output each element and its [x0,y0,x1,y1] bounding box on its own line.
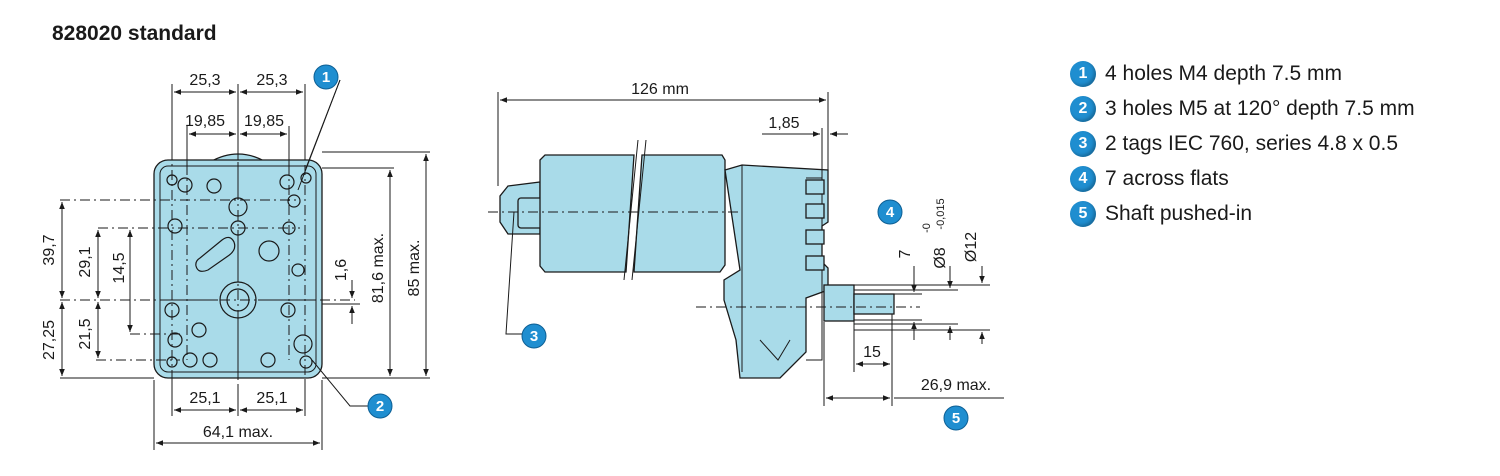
gearbox [723,164,829,379]
callout-2: 2 [367,393,393,419]
dim-85-max: 85 max. [406,240,423,297]
dim-27-25: 27,25 [41,320,58,360]
dim-64-1-max: 64,1 max. [203,424,273,441]
legend: 1 4 holes M4 depth 7.5 mm 2 3 holes M5 a… [1070,56,1415,231]
callout-3: 3 [521,323,547,349]
dim-diam-12: Ø12 [963,232,980,262]
motor-body [539,154,635,273]
svg-text:1: 1 [322,69,330,86]
dim-1-6: 1,6 [333,259,350,281]
output-shaft [823,284,855,322]
dim-14-5: 14,5 [111,252,128,283]
dim-diam-8: Ø8 [932,247,949,268]
svg-text:2: 2 [376,398,384,415]
legend-text-3: 2 tags IEC 760, series 4.8 x 0.5 [1105,131,1398,155]
callout-1: 1 [313,64,339,90]
dim-diam-8-tol-upper: -0 [921,223,933,233]
dim-126-mm: 126 mm [631,81,689,98]
legend-number-5: 5 [1070,200,1096,227]
legend-text-1: 4 holes M4 depth 7.5 mm [1105,61,1342,85]
callout-4: 4 [877,199,903,225]
legend-item-5: 5 Shaft pushed-in [1070,196,1415,231]
legend-text-5: Shaft pushed-in [1105,201,1253,225]
dim-1-85: 1,85 [768,115,799,132]
svg-text:5: 5 [952,410,960,427]
legend-item-4: 4 7 across flats [1070,161,1415,196]
dim-25-1-right: 25,1 [256,390,287,407]
dim-19-85-left: 19,85 [185,113,225,130]
dim-81-6-max: 81,6 max. [370,233,387,303]
dim-21-5: 21,5 [77,318,94,349]
legend-text-4: 7 across flats [1105,166,1229,190]
legend-number-2: 2 [1070,95,1096,122]
dim-29-1: 29,1 [77,246,94,277]
callout-5: 5 [943,405,969,431]
dim-19-85-right: 19,85 [244,113,284,130]
dim-25-3-right: 25,3 [256,72,287,89]
legend-number-4: 4 [1070,165,1096,192]
legend-item-1: 1 4 holes M4 depth 7.5 mm [1070,56,1415,91]
dim-15: 15 [863,344,881,361]
legend-number-1: 1 [1070,60,1096,87]
front-view: 25,3 25,3 19,85 19,85 39,7 27,25 29,1 21… [41,64,430,450]
legend-number-3: 3 [1070,130,1096,157]
legend-text-2: 3 holes M5 at 120° depth 7.5 mm [1105,96,1415,120]
dim-26-9-max: 26,9 max. [921,377,991,394]
drawing-title: 828020 standard [52,22,217,45]
dim-39-7: 39,7 [41,234,58,265]
svg-text:3: 3 [530,328,538,345]
dim-25-3-left: 25,3 [189,72,220,89]
dim-diam-8-tol-lower: -0,015 [935,198,947,229]
legend-item-2: 2 3 holes M5 at 120° depth 7.5 mm [1070,91,1415,126]
side-view: 126 mm 1,85 7 Ø8 -0 -0,015 Ø12 15 26,9 m… [488,81,1004,431]
oblong-slot [195,236,236,272]
svg-text:4: 4 [886,204,895,221]
dim-25-1-left: 25,1 [189,390,220,407]
legend-item-3: 3 2 tags IEC 760, series 4.8 x 0.5 [1070,126,1415,161]
dim-7: 7 [897,249,914,258]
